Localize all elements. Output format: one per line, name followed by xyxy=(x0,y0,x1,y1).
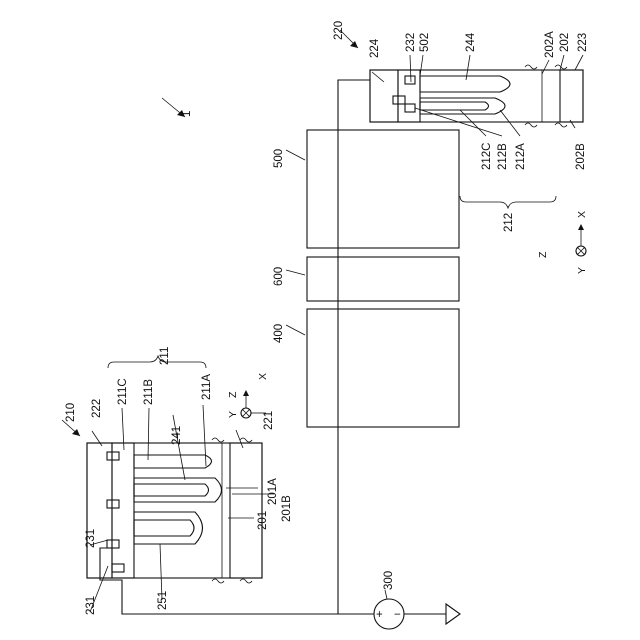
chip-231-a xyxy=(107,452,119,460)
wire-electrode-210 xyxy=(100,548,338,614)
label-202A: 202A xyxy=(544,31,556,58)
label-500: 500 xyxy=(273,149,285,168)
cavity-212A xyxy=(420,98,505,114)
label-201A: 201A xyxy=(267,478,279,505)
label-502: 502 xyxy=(419,33,431,52)
leader-lines xyxy=(90,55,583,612)
axis-right-x: X xyxy=(576,211,588,218)
finger-212A xyxy=(420,102,489,110)
label-202B: 202B xyxy=(575,143,587,170)
label-210: 210 xyxy=(65,403,77,422)
label-211C: 211C xyxy=(117,378,129,405)
box-600 xyxy=(307,257,459,301)
label-232: 232 xyxy=(405,33,417,52)
label-231-b: 231 xyxy=(85,596,97,615)
electrode-220 xyxy=(370,65,583,127)
label-211A: 211A xyxy=(201,374,213,400)
label-212A: 212A xyxy=(515,143,527,170)
source-plus-symbol: + xyxy=(376,609,383,621)
axis-right-y: Y xyxy=(576,267,588,274)
chip-232-b xyxy=(405,76,415,84)
finger-241-a xyxy=(134,455,212,468)
layer-211B xyxy=(112,443,134,578)
label-251: 251 xyxy=(157,591,169,610)
label-300: 300 xyxy=(383,571,395,590)
label-fig-1: 1 xyxy=(181,111,193,117)
break-bottom-b xyxy=(240,579,252,583)
finger-244 xyxy=(420,76,510,92)
label-201: 201 xyxy=(257,511,269,530)
label-220: 220 xyxy=(333,21,345,40)
electrode-210-body xyxy=(87,443,262,578)
box-400 xyxy=(307,309,459,427)
chip-231-d xyxy=(112,564,124,572)
wire-main-bus xyxy=(338,80,370,614)
axis-left-z: Z xyxy=(227,391,239,398)
brace-211 xyxy=(108,356,206,368)
label-600: 600 xyxy=(273,267,285,286)
axis-left-x: X xyxy=(257,373,269,380)
axis-right-z: Z xyxy=(537,251,549,258)
ground-icon xyxy=(446,604,460,624)
chip-232-c xyxy=(405,104,415,112)
break-r-top-a xyxy=(525,65,537,69)
label-202: 202 xyxy=(559,33,571,52)
label-244: 244 xyxy=(465,32,477,52)
label-212: 212 xyxy=(503,213,515,232)
chip-232-a xyxy=(393,96,405,104)
label-212B: 212B xyxy=(497,143,509,170)
label-201B: 201B xyxy=(281,495,293,522)
chip-231-c xyxy=(107,540,119,548)
finger-251 xyxy=(134,520,194,536)
axis-left-y: Y xyxy=(227,411,239,418)
break-top-b xyxy=(240,438,252,442)
label-223: 223 xyxy=(577,33,589,52)
label-231-a: 231 xyxy=(85,529,97,548)
break-r-bot-b xyxy=(555,123,567,127)
reference-labels: 1 210 211 222 211C 211B 241 211A 221 231… xyxy=(65,21,589,615)
label-212C: 212C xyxy=(481,143,493,171)
finger-241-b xyxy=(134,484,209,496)
break-bottom-a xyxy=(212,579,224,583)
label-222: 222 xyxy=(91,399,103,418)
break-r-bot-a xyxy=(525,123,537,127)
label-241: 241 xyxy=(171,426,183,445)
layer-221 xyxy=(230,443,262,578)
source-minus-symbol: − xyxy=(394,609,401,621)
label-221: 221 xyxy=(263,411,275,430)
label-211B: 211B xyxy=(143,379,155,405)
label-400: 400 xyxy=(273,324,285,343)
box-500 xyxy=(307,130,459,248)
cavity-251 xyxy=(134,512,203,544)
brace-212 xyxy=(460,196,556,208)
break-top-a xyxy=(212,438,224,442)
label-224: 224 xyxy=(369,38,381,58)
electrode-210 xyxy=(87,438,262,583)
axis-symbol-right xyxy=(576,224,586,256)
label-211: 211 xyxy=(159,347,171,365)
layer-223 xyxy=(560,70,583,122)
chip-231-b xyxy=(107,500,119,508)
